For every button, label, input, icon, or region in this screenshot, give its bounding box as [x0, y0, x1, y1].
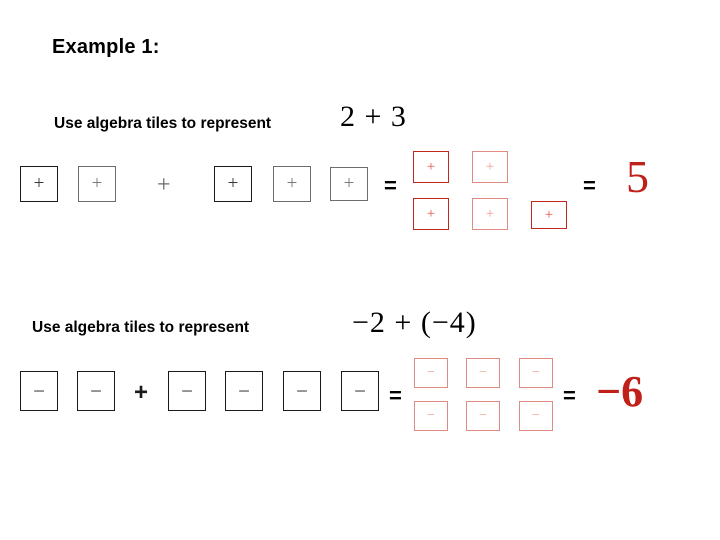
tile-minus-red[interactable]: −: [519, 401, 553, 431]
operator-glyph: =: [583, 173, 596, 198]
tile-glyph: −: [532, 408, 540, 423]
tile-glyph: +: [227, 173, 239, 194]
tile-plus-red[interactable]: +: [413, 198, 449, 230]
tile-plus-black[interactable]: +: [330, 167, 368, 201]
tile-glyph: −: [33, 378, 45, 403]
tile-plus-black[interactable]: +: [78, 166, 116, 202]
tile-minus-black[interactable]: −: [168, 371, 206, 411]
operator-glyph: =: [563, 383, 576, 408]
tile-glyph: −: [296, 378, 308, 403]
tile-glyph: +: [286, 173, 298, 194]
tile-plus-red[interactable]: +: [531, 201, 567, 229]
tile-plus-red[interactable]: +: [472, 198, 508, 230]
answer-value-2: −6: [596, 367, 644, 416]
operator-equals-1a: =: [384, 173, 397, 199]
tile-glyph: +: [485, 205, 495, 222]
tile-glyph: −: [181, 378, 193, 403]
tile-glyph: +: [544, 206, 554, 223]
page-title: Example 1:: [52, 36, 160, 58]
tile-minus-black[interactable]: −: [77, 371, 115, 411]
tile-glyph: −: [532, 365, 540, 380]
tile-glyph: −: [479, 365, 487, 380]
tile-minus-black[interactable]: −: [225, 371, 263, 411]
tile-minus-black[interactable]: −: [341, 371, 379, 411]
tile-plus-black[interactable]: +: [20, 166, 58, 202]
tile-glyph: −: [238, 378, 250, 403]
operator-equals-2b: =: [563, 383, 576, 409]
operator-plus-2: +: [134, 379, 148, 407]
operator-glyph: +: [157, 172, 171, 198]
tile-minus-red[interactable]: −: [519, 358, 553, 388]
tile-plus-red[interactable]: +: [472, 151, 508, 183]
tile-minus-black[interactable]: −: [20, 371, 58, 411]
prompt-text-2: Use algebra tiles to represent: [32, 319, 250, 336]
operator-glyph: +: [134, 379, 149, 406]
operator-glyph: =: [389, 383, 402, 408]
tile-glyph: −: [90, 378, 102, 403]
operator-equals-1b: =: [583, 173, 596, 199]
tile-glyph: +: [426, 158, 436, 175]
answer-value-1: 5: [626, 151, 649, 202]
math-expression-1: 2 + 3: [340, 100, 407, 133]
tile-minus-red[interactable]: −: [466, 358, 500, 388]
tile-plus-red[interactable]: +: [413, 151, 449, 183]
tile-minus-red[interactable]: −: [414, 358, 448, 388]
tile-glyph: +: [33, 173, 45, 194]
operator-glyph: =: [384, 173, 397, 198]
tile-plus-black[interactable]: +: [214, 166, 252, 202]
prompt-text-1: Use algebra tiles to represent: [54, 115, 272, 132]
tile-glyph: +: [343, 173, 355, 194]
tile-glyph: −: [427, 408, 435, 423]
tile-minus-black[interactable]: −: [283, 371, 321, 411]
tile-glyph: −: [479, 408, 487, 423]
tile-glyph: −: [354, 378, 366, 403]
math-expression-2: −2 + (−4): [352, 306, 477, 339]
operator-plus-1: +: [157, 172, 171, 199]
tile-glyph: +: [485, 158, 495, 175]
tile-glyph: +: [426, 205, 436, 222]
tile-plus-black[interactable]: +: [273, 166, 311, 202]
tile-glyph: −: [427, 365, 435, 380]
tile-minus-red[interactable]: −: [466, 401, 500, 431]
operator-equals-2a: =: [389, 383, 402, 409]
tile-minus-red[interactable]: −: [414, 401, 448, 431]
tile-glyph: +: [91, 173, 103, 194]
